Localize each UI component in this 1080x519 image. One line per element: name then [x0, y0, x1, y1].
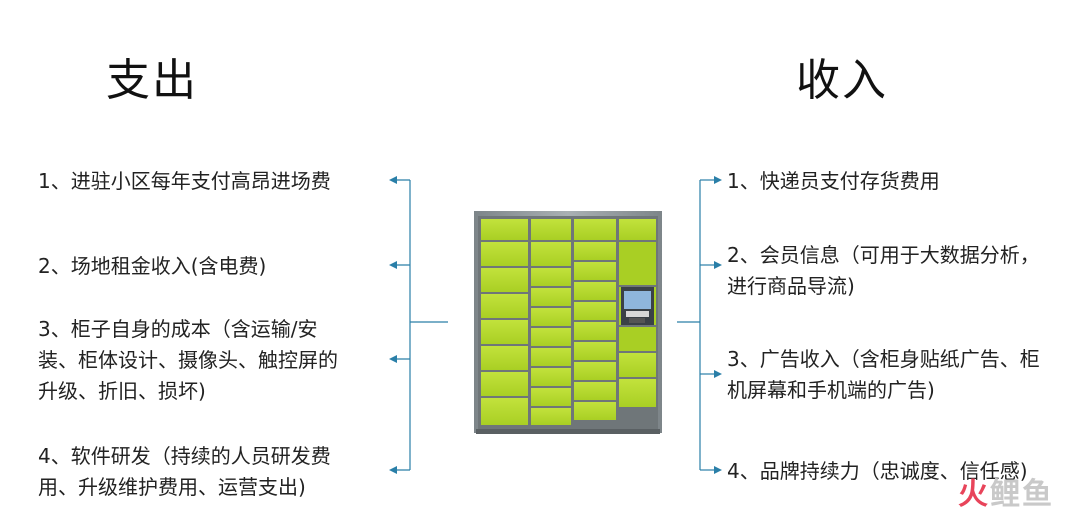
locker-door [574, 342, 616, 360]
locker-door [574, 219, 616, 240]
arrow-right-icon [714, 176, 722, 184]
watermark-logo: 火鲤鱼 [958, 477, 1054, 512]
locker-door [531, 268, 571, 286]
locker-door [481, 398, 528, 425]
expense-item-2: 2、场地租金收入(含电费) [38, 254, 267, 278]
title-income: 收入 [796, 55, 888, 106]
locker-door [481, 346, 528, 370]
locker-door [619, 242, 656, 285]
expense-item-3: 3、柜子自身的成本（含运输/安 装、柜体设计、摄像头、触控屏的 升级、折旧、损坏… [38, 317, 338, 403]
locker-door [574, 242, 616, 260]
locker-door [531, 242, 571, 266]
locker-door [574, 402, 616, 420]
arrow-left-icon [389, 466, 397, 474]
locker-door [619, 353, 656, 377]
locker-door [531, 288, 571, 306]
arrow-right-icon [714, 370, 722, 378]
income-item-2: 2、会员信息（可用于大数据分析， 进行商品导流) [727, 243, 1040, 298]
locker-doors [481, 219, 656, 425]
locker-door [481, 320, 528, 344]
arrow-left-icon [389, 355, 397, 363]
locker-door [574, 262, 616, 280]
locker-door [531, 308, 571, 326]
locker-door [481, 219, 528, 240]
income-item-3: 3、广告收入（含柜身贴纸广告、柜 机屏幕和手机端的广告) [727, 347, 1040, 402]
locker-door [531, 328, 571, 346]
locker-door [531, 408, 571, 425]
income-item-4: 4、品牌持续力（忠诚度、信任感) [727, 459, 1028, 483]
locker-door [531, 368, 571, 386]
locker-door [619, 219, 656, 240]
locker-door [481, 268, 528, 292]
locker-door [574, 282, 616, 300]
locker-door [619, 379, 656, 407]
arrow-right-icon [714, 261, 722, 269]
expense-arrowheads [389, 176, 397, 474]
locker-door [481, 294, 528, 318]
income-bracket [677, 179, 716, 471]
locker-door [481, 242, 528, 266]
locker-door [531, 219, 571, 240]
locker-door [574, 302, 616, 320]
income-arrowheads [714, 176, 722, 474]
title-expenses: 支出 [106, 55, 198, 106]
arrow-left-icon [389, 176, 397, 184]
locker-door [531, 348, 571, 366]
locker-door [531, 388, 571, 406]
locker-door [574, 322, 616, 340]
locker-door [481, 372, 528, 396]
locker-door [574, 362, 616, 380]
expense-item-1: 1、进驻小区每年支付高昂进场费 [38, 169, 331, 193]
income-item-1: 1、快递员支付存货费用 [727, 169, 940, 193]
expense-item-4: 4、软件研发（持续的人员研发费 用、升级维护费用、运营支出) [38, 444, 331, 499]
arrow-right-icon [714, 466, 722, 474]
arrow-left-icon [389, 261, 397, 269]
locker-door [574, 382, 616, 400]
locker-door [619, 327, 656, 351]
expense-bracket [393, 179, 448, 471]
